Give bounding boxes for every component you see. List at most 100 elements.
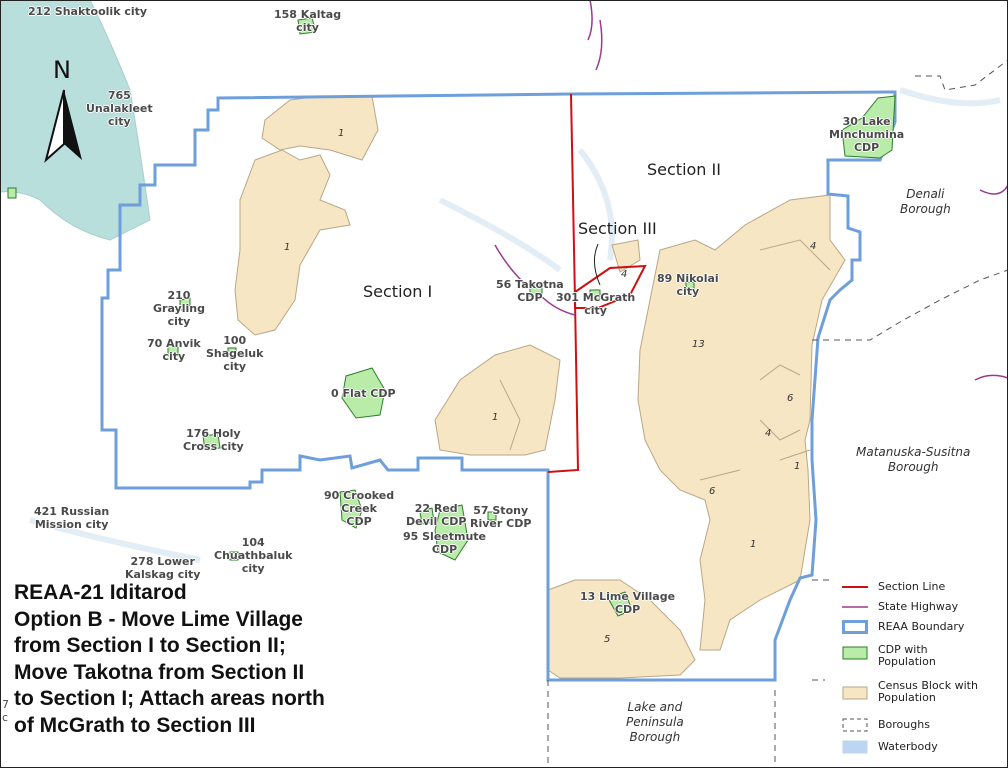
legend-item-section-line: Section Line — [840, 578, 1004, 602]
cdp-lake-minchumina — [841, 95, 896, 159]
north-label: N — [53, 56, 71, 84]
title-line: from Section I to Section II; — [14, 634, 286, 657]
block-count-label: 6 — [709, 486, 716, 497]
census-block-big-west — [234, 149, 351, 336]
block-count-label: 4 — [621, 269, 628, 280]
legend-label: REAA Boundary — [878, 620, 965, 633]
cdp-sleetmute — [434, 504, 469, 561]
map-title: REAA-21 Iditarod Option B - Move Lime Vi… — [14, 580, 325, 739]
cdp-anvik — [167, 343, 179, 357]
block-count-label: 4 — [810, 241, 817, 252]
block-count-label: 1 — [284, 242, 291, 253]
cdp-chuathbaluk — [229, 551, 239, 561]
legend-label: Section Line — [878, 580, 946, 593]
purple-line-icon — [842, 606, 868, 608]
cdp-takotna — [529, 284, 543, 297]
place-label-flat: 0 Flat CDP — [331, 387, 396, 400]
north-arrow-icon — [44, 89, 82, 163]
legend-item-reaa-boundary: REAA Boundary — [840, 618, 1004, 642]
section-iii-pointer — [594, 243, 601, 286]
cdp-crooked-creek — [339, 489, 363, 529]
cdp-polygons — [7, 17, 896, 617]
reaa-boundary — [100, 90, 897, 682]
census-inner-lines — [499, 239, 831, 481]
block-count-label: 1 — [492, 412, 499, 423]
waterbody-streaks — [29, 87, 1001, 563]
cdp-holy-cross — [202, 433, 221, 451]
title-line: to Section I; Attach areas north — [14, 687, 325, 710]
section-iii-outline — [574, 264, 647, 309]
block-count-label: 6 — [787, 393, 794, 404]
borough-lines — [547, 59, 1008, 768]
legend-item-state-highway: State Highway — [840, 598, 1004, 622]
legend-item-boroughs: Boroughs — [840, 716, 1004, 740]
census-block-lime — [547, 579, 696, 679]
place-label-shaktoolik: 212 Shaktoolik city — [28, 5, 148, 18]
block-count-label: 4 — [765, 428, 772, 439]
section-i-label: Section I — [363, 282, 433, 301]
cdp-red-devil — [419, 507, 435, 525]
tan-box-icon — [842, 686, 868, 700]
cdp-grayling — [179, 297, 191, 311]
cdp-kaltag — [297, 17, 317, 35]
cdp-left-edge — [7, 187, 17, 199]
legend-label: Boroughs — [878, 718, 930, 731]
block-count-label: 13 — [692, 339, 705, 350]
legend-label: State Highway — [878, 600, 959, 613]
green-box-icon — [842, 646, 868, 660]
map-legend: Section Line State Highway REAA Boundary… — [834, 574, 1004, 762]
cdp-nikolai — [685, 281, 695, 291]
red-line-icon — [842, 586, 868, 588]
cdp-mcgrath — [589, 289, 601, 301]
census-block-mcgrath — [611, 239, 641, 273]
section-iii-label: Section III — [578, 219, 657, 238]
title-line: Move Takotna from Section II — [14, 660, 305, 684]
census-blocks — [234, 95, 846, 679]
cdp-stony-river — [487, 511, 497, 521]
norton-sound-water — [0, 0, 151, 241]
dashed-box-icon — [842, 718, 868, 732]
census-block-south-middle — [434, 344, 561, 456]
census-block-east — [637, 194, 846, 651]
legend-label: Waterbody — [878, 740, 938, 753]
title-line: REAA-21 Iditarod — [14, 581, 187, 604]
cdp-shageluk — [227, 347, 237, 357]
legend-item-waterbody: Waterbody — [840, 738, 1004, 762]
cdp-lime-village — [607, 591, 633, 617]
north-arrow: N — [40, 56, 90, 166]
cdp-flat — [341, 367, 386, 419]
blue-box-icon — [842, 740, 868, 754]
title-line: of McGrath to Section III — [14, 713, 256, 737]
section-line — [547, 93, 580, 473]
section-ii-label: Section II — [647, 160, 721, 179]
blue-outline-icon — [842, 620, 868, 634]
block-count-label: 1 — [794, 461, 801, 472]
block-count-label: 5 — [604, 634, 611, 645]
title-line: Option B - Move Lime Village — [14, 607, 303, 631]
block-count-label: 1 — [750, 539, 757, 550]
